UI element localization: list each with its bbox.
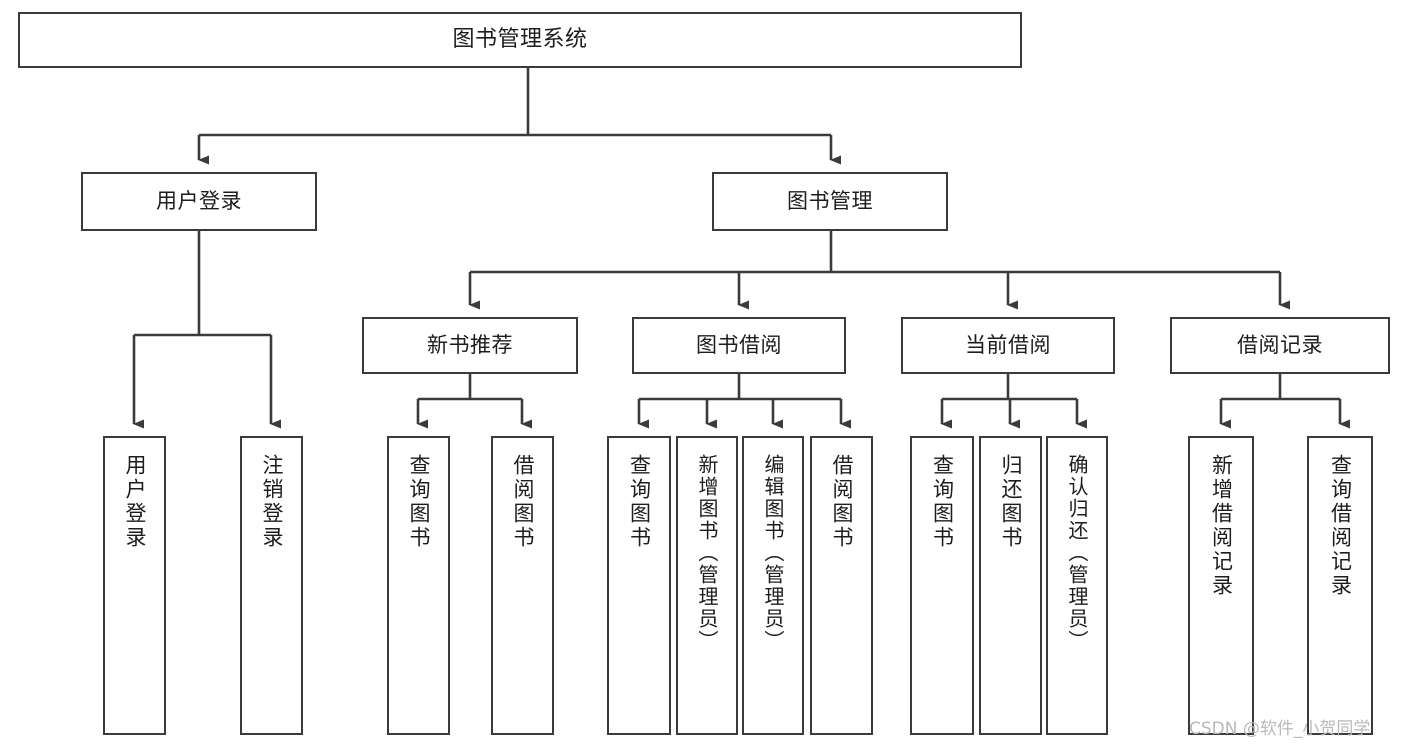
node-book-borrow[interactable]: 图书借阅 [632, 317, 846, 374]
node-label: 新增图书（管理员） [695, 454, 719, 652]
node-label: 查询图书 [407, 454, 431, 550]
csdn-watermark: CSDN @软件_小贺同学 [1189, 719, 1371, 739]
leaf-return-book[interactable]: 归还图书 [979, 436, 1042, 735]
node-root-book-management-system[interactable]: 图书管理系统 [18, 12, 1022, 68]
node-current-borrow[interactable]: 当前借阅 [901, 317, 1115, 374]
leaf-query-book-current[interactable]: 查询图书 [910, 436, 974, 735]
node-book-management[interactable]: 图书管理 [712, 172, 948, 231]
node-label: 查询图书 [627, 454, 652, 550]
leaf-add-borrow-record[interactable]: 新增借阅记录 [1188, 436, 1254, 735]
leaf-query-borrow-record[interactable]: 查询借阅记录 [1307, 436, 1373, 735]
leaf-query-book-recommend[interactable]: 查询图书 [387, 436, 450, 735]
leaf-edit-book-admin[interactable]: 编辑图书（管理员） [742, 436, 804, 735]
node-label: 当前借阅 [965, 333, 1051, 358]
leaf-add-book-admin[interactable]: 新增图书（管理员） [676, 436, 738, 735]
node-user-login[interactable]: 用户登录 [81, 172, 317, 231]
node-new-book-recommend[interactable]: 新书推荐 [362, 317, 578, 374]
node-label: 图书管理 [787, 189, 873, 214]
leaf-query-book-borrow[interactable]: 查询图书 [607, 436, 671, 735]
node-label: 图书管理系统 [452, 27, 588, 53]
node-label: 图书借阅 [696, 333, 782, 358]
node-label: 确认归还（管理员） [1065, 454, 1089, 652]
node-label: 借阅图书 [830, 454, 854, 550]
node-label: 借阅记录 [1237, 333, 1323, 358]
node-label: 查询图书 [930, 454, 955, 550]
node-label: 注销登录 [260, 454, 284, 550]
node-borrow-record[interactable]: 借阅记录 [1170, 317, 1390, 374]
leaf-confirm-return-admin[interactable]: 确认归还（管理员） [1046, 436, 1108, 735]
node-label: 新书推荐 [427, 333, 513, 358]
node-label: 编辑图书（管理员） [761, 454, 785, 652]
node-label: 用户登录 [123, 454, 147, 550]
node-label: 归还图书 [999, 454, 1023, 550]
node-label: 查询借阅记录 [1328, 454, 1353, 598]
node-label: 用户登录 [156, 189, 242, 214]
leaf-borrow-book-recommend[interactable]: 借阅图书 [491, 436, 554, 735]
leaf-borrow-book-borrow[interactable]: 借阅图书 [810, 436, 873, 735]
leaf-user-login[interactable]: 用户登录 [103, 436, 166, 735]
node-label: 新增借阅记录 [1209, 454, 1234, 598]
leaf-logout-login[interactable]: 注销登录 [240, 436, 303, 735]
node-label: 借阅图书 [511, 454, 535, 550]
